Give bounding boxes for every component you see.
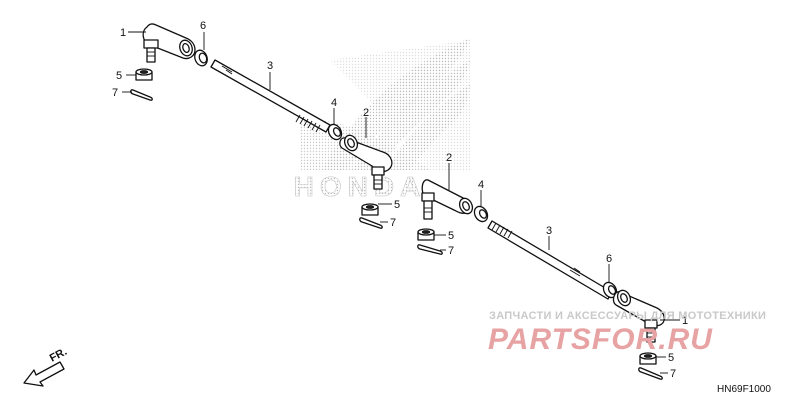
castle-nut-mid-left: [361, 203, 379, 216]
adjust-nut-left: [327, 123, 343, 141]
front-direction-arrow: FR.: [23, 346, 69, 387]
callout-numbers: 1 6 5 7 3 4 2 5 7 2 4 5 7 3 6 1 5 7: [112, 20, 688, 380]
castle-nut-right: [639, 352, 657, 365]
tie-rod-shaft-right: [487, 220, 613, 300]
castle-nut-left: [135, 68, 153, 81]
arrow-icon: [23, 361, 65, 387]
leader-lines: [122, 31, 680, 374]
castle-nut-mid-right: [417, 228, 435, 241]
watermark-tagline: ЗАПЧАСТИ И АКСЕССУАРЫ ДЛЯ МОТОТЕХНИКИ: [489, 310, 766, 322]
tie-rod-end-left: [142, 23, 196, 63]
watermark-brand: PARTSFOR.RU: [488, 323, 713, 356]
callout-part1-right: 1: [682, 315, 688, 327]
tie-rod-end-mid-left: [339, 134, 393, 190]
cotter-pin-right: [638, 367, 663, 380]
tie-rod-end-right: [612, 289, 665, 343]
callout-part2-right: 2: [446, 152, 452, 164]
honda-logo-text: HONDA: [294, 171, 427, 202]
callout-part7-mid-right: 7: [448, 245, 454, 257]
callout-part4-right: 4: [478, 179, 484, 191]
tie-rod-shaft-left: [210, 59, 331, 133]
callout-part1-left: 1: [120, 27, 126, 39]
callout-part6-right: 6: [606, 253, 612, 265]
tie-rod-end-mid-right: [421, 179, 474, 220]
callout-part3-left: 3: [267, 60, 273, 72]
callout-part5-left: 5: [116, 70, 122, 82]
callout-part5-mid-left: 5: [394, 199, 400, 211]
callout-part2-left: 2: [363, 107, 369, 119]
cotter-pin-left: [130, 89, 153, 101]
callout-part5-mid-right: 5: [448, 230, 454, 242]
adjust-nut-right: [473, 205, 489, 223]
callout-part7-left: 7: [112, 87, 118, 99]
callout-part4-left: 4: [331, 97, 337, 109]
front-direction-label: FR.: [48, 346, 69, 365]
callout-part5-right: 5: [668, 352, 674, 364]
callout-part3-right: 3: [546, 225, 552, 237]
callout-part7-mid-left: 7: [390, 217, 396, 229]
cotter-pin-mid-left: [359, 217, 383, 229]
cotter-pin-mid-right: [417, 244, 443, 255]
honda-wing-watermark: [300, 38, 470, 170]
lock-nut-left: [194, 49, 208, 67]
callout-part6-left: 6: [200, 20, 206, 32]
callout-part7-right: 7: [670, 368, 676, 380]
diagram-code: HN69F1000: [717, 384, 771, 395]
